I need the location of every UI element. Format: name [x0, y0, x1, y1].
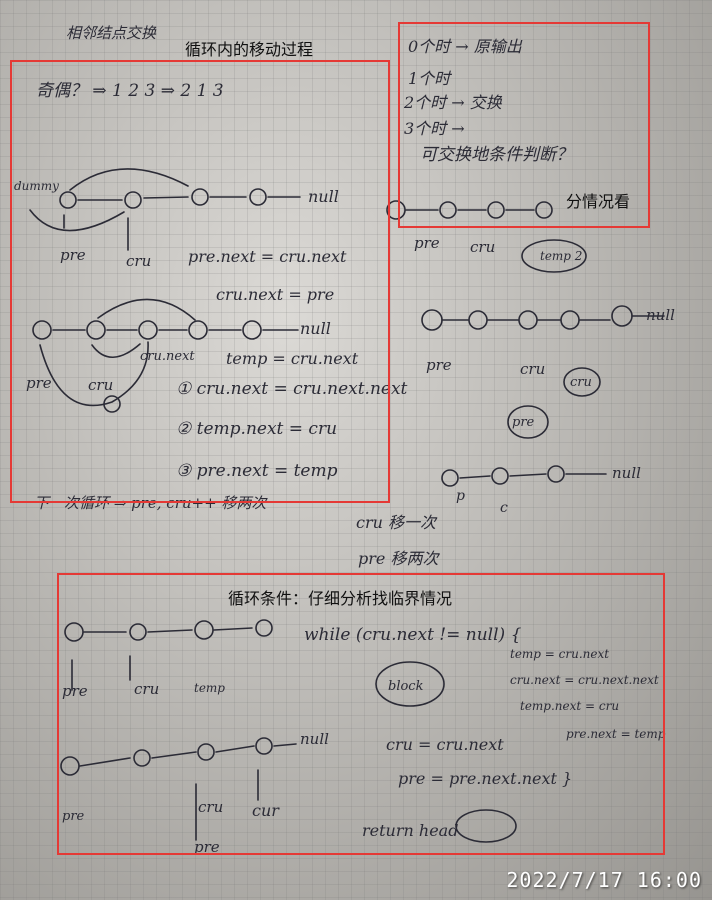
annotation-label-loop-move: 循环内的移动过程 — [185, 40, 314, 59]
annotation-label-loop-condition: 循环条件：仔细分析找临界情况 — [228, 589, 453, 608]
handwritten-case-0: 0个时 → 原输出 — [408, 37, 523, 56]
svg-text:c: c — [500, 500, 508, 516]
handwritten-pre-next: pre.next = cru.next — [188, 247, 347, 266]
handwritten-cru-next-pre: cru.next = pre — [216, 285, 334, 304]
annotation-label-case-by-case: 分情况看 — [566, 192, 631, 211]
annotation-box-loop-condition — [57, 573, 665, 855]
svg-text:pre: pre — [60, 246, 86, 264]
svg-text:pre: pre — [414, 234, 440, 252]
svg-text:cru: cru — [198, 798, 223, 816]
svg-text:pre: pre — [26, 374, 52, 392]
handwritten-case-2: 2个时 → 交换 — [403, 93, 503, 112]
handwritten-odd-even: 奇偶？ ⇒ 1 2 3 ⇒ 2 1 3 — [36, 81, 224, 101]
svg-text:p: p — [456, 488, 465, 504]
svg-text:null: null — [646, 306, 675, 324]
svg-text:pre: pre — [194, 838, 220, 856]
svg-text:cru: cru — [126, 252, 151, 270]
svg-text:cru.next: cru.next — [140, 349, 195, 364]
handwritten-condition: 可交换地条件判断？ — [420, 145, 573, 165]
svg-text:pre: pre — [62, 682, 88, 700]
svg-text:temp: temp — [194, 681, 225, 695]
handwritten-while: while (cru.next != null) { — [304, 625, 522, 645]
handwritten-null: null — [308, 187, 339, 206]
handwritten-step-3: ③ pre.next = temp — [176, 461, 338, 481]
svg-text:cru: cru — [520, 360, 545, 378]
handwritten-case-3: 3个时 → — [404, 119, 465, 138]
handwritten-temp: temp = cru.next — [226, 349, 359, 368]
handwritten-title: 相邻结点交换 — [66, 24, 157, 42]
handwritten-pre-move: pre 移两次 — [358, 549, 440, 568]
linked-list-sketch-3 — [386, 200, 665, 487]
handwritten-code-5: cru = cru.next — [386, 735, 504, 754]
handwritten-code-3: temp.next = cru — [520, 699, 619, 713]
svg-text:cru: cru — [470, 238, 495, 256]
svg-text:null: null — [612, 464, 641, 482]
svg-text:temp 2: temp 2 — [540, 249, 582, 263]
handwritten-dummy: dummy — [14, 179, 59, 193]
svg-text:null: null — [300, 319, 331, 338]
svg-text:cru: cru — [134, 680, 159, 698]
linked-list-sketch-1 — [29, 168, 301, 251]
handwritten-step-1: ① cru.next = cru.next.next — [176, 379, 408, 399]
linked-list-sketch-4 — [60, 619, 517, 843]
svg-text:cur: cur — [252, 801, 280, 820]
handwritten-step-2: ② temp.next = cru — [176, 419, 337, 439]
handwritten-return: return head — [362, 821, 458, 840]
svg-text:cru: cru — [570, 375, 592, 390]
svg-text:pre: pre — [512, 415, 535, 430]
handwritten-case-1: 1个时 — [408, 69, 452, 88]
svg-text:pre: pre — [426, 356, 452, 374]
handwritten-code-1: temp = cru.next — [510, 647, 609, 661]
svg-text:null: null — [300, 730, 329, 748]
handwritten-code-6: pre = pre.next.next } — [398, 769, 572, 788]
handwritten-cru-move: cru 移一次 — [356, 513, 438, 532]
svg-text:cru: cru — [88, 376, 113, 394]
annotation-box-loop-move — [10, 60, 390, 503]
svg-text:pre: pre — [62, 809, 85, 824]
annotation-box-case-by-case — [398, 22, 650, 228]
linked-list-sketch-2 — [32, 298, 299, 413]
handwritten-next-loop: 下一次循环 ⇒ pre, cru++ 移两次 — [34, 494, 268, 512]
handwritten-code-4: pre.next = temp — [566, 727, 666, 741]
svg-text:block: block — [388, 679, 424, 694]
handwritten-code-2: cru.next = cru.next.next — [510, 673, 659, 687]
photo-timestamp: 2022/7/17 16:00 — [506, 868, 702, 892]
